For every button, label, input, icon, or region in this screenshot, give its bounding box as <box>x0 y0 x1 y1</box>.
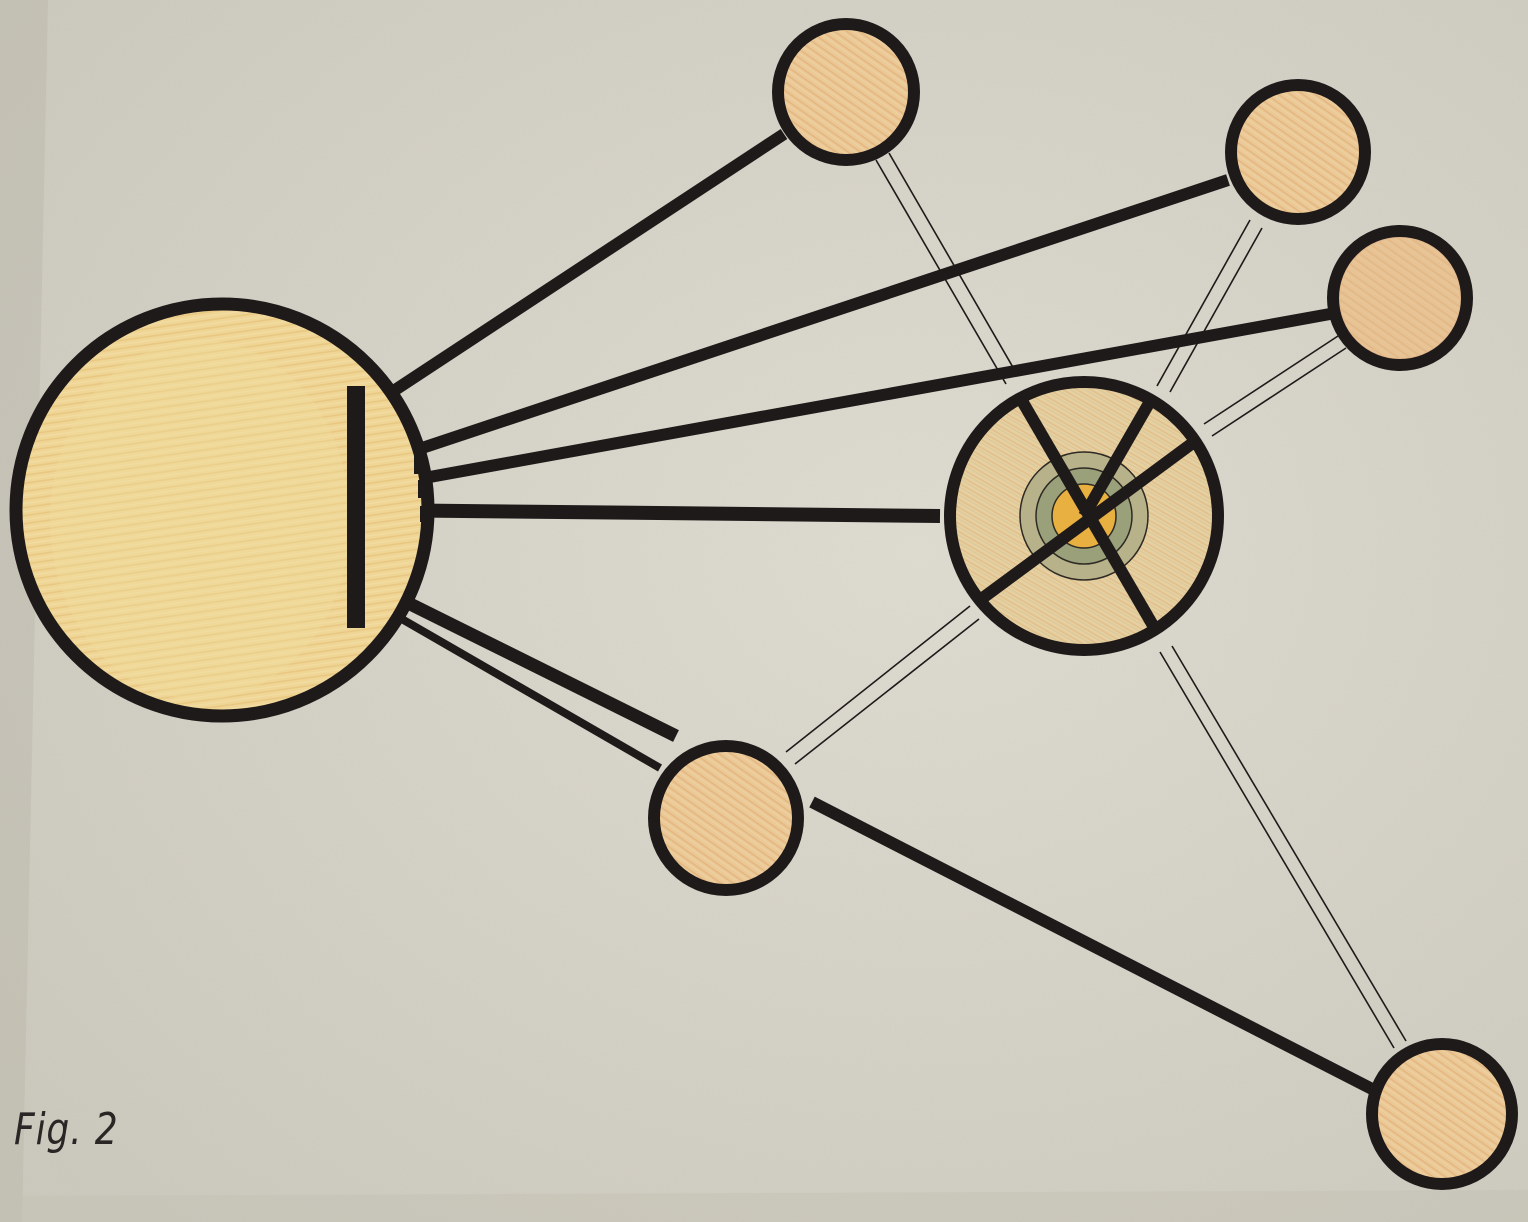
hub-node <box>950 382 1218 650</box>
upper-right-node <box>1231 85 1365 219</box>
large-body-node <box>16 304 428 716</box>
lower-middle-node <box>654 746 798 890</box>
top-node <box>778 24 914 160</box>
large-body-rim-mark-2 <box>418 480 426 498</box>
large-body-highlight <box>50 340 350 700</box>
large-body-rim-mark-1 <box>414 454 422 474</box>
right-node-texture <box>1340 238 1460 358</box>
bottom-right-node <box>1372 1044 1512 1184</box>
top-node-circle <box>778 24 914 160</box>
large-body-rim-mark-3 <box>420 506 428 522</box>
link-large-hub <box>370 510 940 516</box>
lower-middle-node-circle <box>654 746 798 890</box>
figure-label: Fig. 2 <box>14 1104 118 1155</box>
right-node <box>1333 231 1467 365</box>
upper-right-node-circle <box>1231 85 1365 219</box>
bottom-right-node-circle <box>1372 1044 1512 1184</box>
large-body-terminal-bar <box>347 386 365 628</box>
